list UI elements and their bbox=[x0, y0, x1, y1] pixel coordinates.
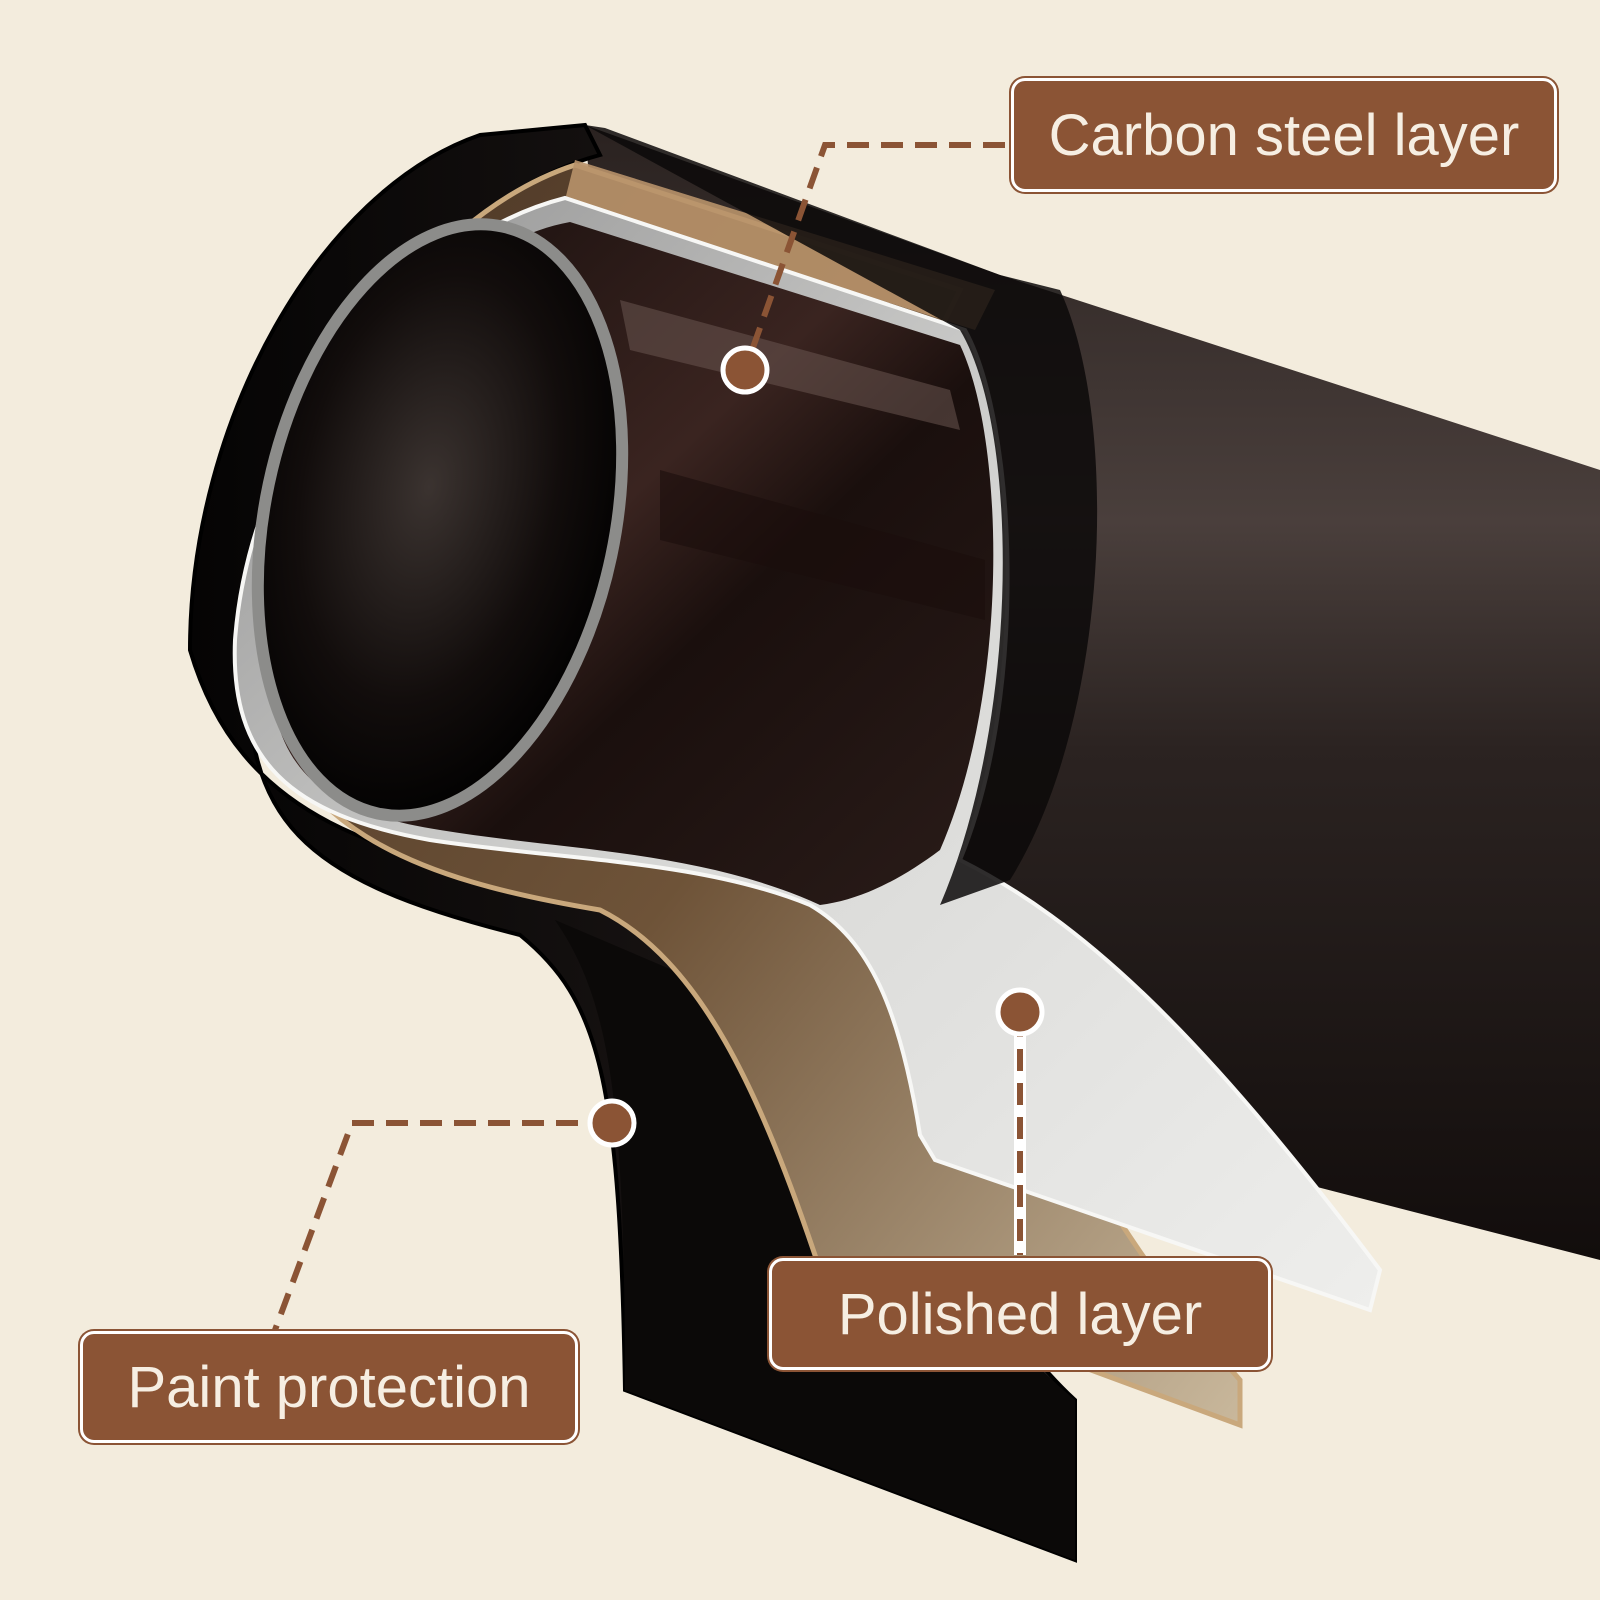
carbon-steel-label: Carbon steel layer bbox=[1011, 78, 1557, 192]
inner-tube-sheen-2 bbox=[660, 470, 985, 620]
outer-rim bbox=[585, 125, 1098, 905]
carbon-steel-leader bbox=[742, 142, 1005, 372]
pipe-bore bbox=[251, 218, 629, 822]
polished-marker bbox=[995, 987, 1045, 1037]
paint-protection-label: Paint protection bbox=[80, 1331, 578, 1443]
carbon-steel-marker bbox=[720, 345, 770, 395]
inner-tube-sheen bbox=[620, 300, 960, 430]
paint-protection-leader bbox=[272, 1120, 612, 1332]
polished-label: Polished layer bbox=[769, 1258, 1271, 1370]
paint-protection-marker bbox=[587, 1098, 637, 1148]
